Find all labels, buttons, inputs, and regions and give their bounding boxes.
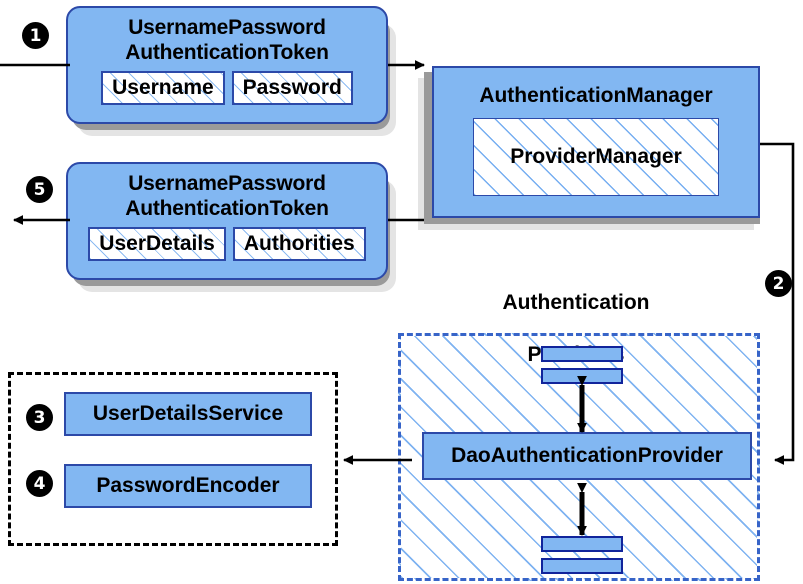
field-password: Password bbox=[231, 71, 353, 105]
dao-authentication-provider-title: DaoAuthenticationProvider bbox=[451, 444, 723, 467]
request-token-fields: Username Password bbox=[101, 71, 353, 105]
request-token-node[interactable]: UsernamePassword AuthenticationToken Use… bbox=[66, 6, 388, 124]
collapsed-provider-top-2[interactable] bbox=[541, 368, 623, 384]
field-username: Username bbox=[101, 71, 225, 105]
step-badge-5: 5 bbox=[26, 176, 53, 203]
collapsed-provider-bottom-2[interactable] bbox=[541, 558, 623, 574]
step-badge-4: 4 bbox=[26, 470, 53, 497]
step-badge-3: 3 bbox=[26, 404, 53, 431]
authentication-manager-title: AuthenticationManager bbox=[479, 84, 713, 107]
provider-manager-node[interactable]: ProviderManager bbox=[473, 118, 719, 196]
field-authorities: Authorities bbox=[232, 227, 366, 261]
response-token-fields: UserDetails Authorities bbox=[88, 227, 366, 261]
password-encoder-node[interactable]: PasswordEncoder bbox=[64, 464, 312, 508]
request-token-title: UsernamePassword AuthenticationToken bbox=[125, 16, 329, 64]
user-details-service-node[interactable]: UserDetailsService bbox=[64, 392, 312, 436]
response-token-node[interactable]: UsernamePassword AuthenticationToken Use… bbox=[66, 162, 388, 280]
response-token-title: UsernamePassword AuthenticationToken bbox=[125, 172, 329, 220]
authentication-manager-node[interactable]: AuthenticationManager ProviderManager bbox=[432, 66, 760, 218]
collapsed-provider-top-1[interactable] bbox=[541, 346, 623, 362]
step-badge-2: 2 bbox=[765, 270, 792, 297]
field-user-details: UserDetails bbox=[88, 227, 226, 261]
collapsed-provider-bottom-1[interactable] bbox=[541, 536, 623, 552]
edge-manager-to-provider bbox=[760, 142, 795, 465]
step-badge-1: 1 bbox=[22, 22, 49, 49]
password-encoder-title: PasswordEncoder bbox=[96, 474, 280, 497]
user-details-service-title: UserDetailsService bbox=[92, 402, 284, 425]
dao-authentication-provider-node[interactable]: DaoAuthenticationProvider bbox=[422, 432, 752, 480]
